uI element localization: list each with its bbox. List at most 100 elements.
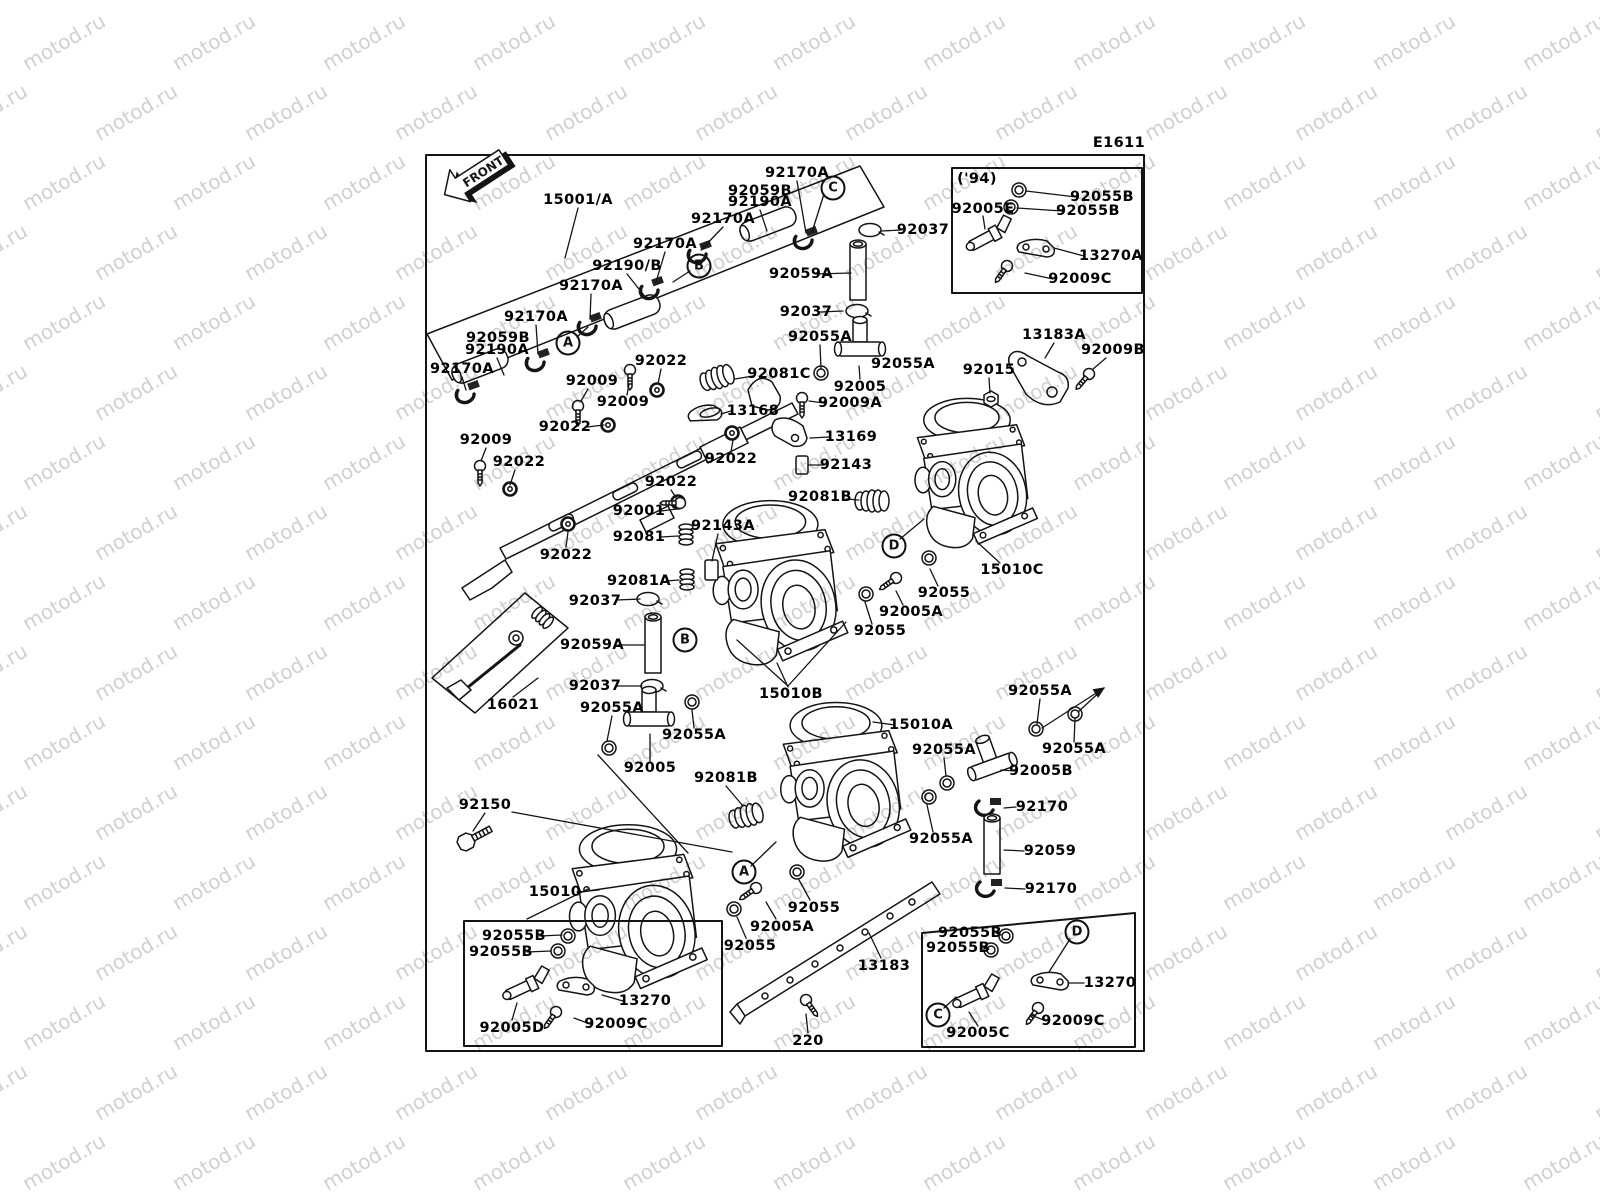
leader-line	[527, 951, 551, 952]
leader-line	[737, 917, 746, 938]
leader-line	[577, 890, 599, 892]
leader-line	[462, 377, 466, 390]
leader-line	[731, 440, 733, 452]
leader-line	[865, 602, 872, 624]
leader-line	[820, 345, 821, 369]
leader-line	[976, 541, 1000, 563]
leader-line	[587, 425, 604, 427]
leader-line	[574, 1018, 590, 1024]
carburetor-15010c	[914, 397, 1039, 549]
leader-line	[581, 389, 588, 401]
leader-line	[859, 366, 860, 379]
diagram-border	[426, 155, 1144, 1051]
leader-line	[1004, 850, 1024, 851]
leader-line	[996, 933, 1001, 935]
leader-line	[751, 842, 776, 866]
leader-line	[815, 273, 851, 274]
leader-line	[812, 194, 824, 232]
leader-line	[766, 902, 776, 919]
leader-lines	[462, 181, 1106, 1033]
leader-line	[881, 230, 901, 231]
leader-line	[806, 1014, 808, 1033]
leader-line	[598, 755, 688, 853]
carburetor-15010a	[780, 701, 912, 862]
leader-line	[1004, 807, 1016, 808]
leader-line	[797, 181, 806, 233]
front-arrow: FRONT	[435, 139, 516, 204]
leader-line	[656, 252, 665, 282]
leader-line	[1017, 208, 1062, 211]
option-box-94	[952, 168, 1142, 293]
leader-line	[658, 369, 661, 384]
leader-line	[820, 311, 843, 312]
leader-line	[737, 640, 788, 686]
leader-line	[944, 758, 946, 776]
leader-line	[869, 933, 881, 958]
leader-line	[1026, 191, 1076, 197]
leader-line	[873, 722, 895, 725]
bracket-13183a	[1009, 352, 1069, 405]
fuel-hose-assembly-band	[427, 166, 884, 407]
leader-line	[984, 948, 989, 949]
carburetor-15010b	[712, 499, 849, 666]
leader-line	[989, 378, 990, 393]
leader-line	[969, 1012, 978, 1026]
leader-line	[900, 519, 924, 539]
mounting-rail-13183	[730, 882, 940, 1024]
leader-line	[565, 208, 578, 258]
leader-line	[721, 411, 731, 414]
leader-line	[735, 376, 753, 379]
leader-line	[1037, 699, 1040, 724]
leader-line	[666, 580, 679, 581]
leader-line	[602, 995, 623, 1001]
leader-line	[1005, 888, 1025, 889]
leader-line	[983, 216, 985, 229]
leader-line	[1049, 939, 1070, 972]
leader-line	[809, 401, 824, 403]
leader-line	[566, 532, 568, 547]
leader-line	[512, 812, 732, 852]
parts-box-bottom-right	[922, 913, 1135, 1047]
leader-line	[673, 271, 690, 282]
leader-line	[661, 536, 678, 537]
parts-box-bottom-left	[464, 921, 722, 1046]
bracket-13169	[772, 418, 807, 446]
leader-line	[513, 678, 538, 697]
jet-needle-box-16021	[432, 593, 568, 713]
leader-line	[481, 448, 486, 461]
leader-line	[927, 805, 933, 832]
leader-line	[930, 569, 938, 586]
leader-line	[512, 1003, 517, 1020]
leader-line	[777, 663, 788, 687]
leader-line	[1054, 248, 1084, 256]
leader-line	[701, 227, 723, 250]
leader-line	[788, 622, 846, 686]
leader-line	[1001, 770, 1015, 771]
carburetor-15010	[568, 824, 708, 994]
leader-line	[1031, 1015, 1046, 1021]
leader-line	[473, 813, 485, 831]
leader-line	[810, 437, 829, 438]
leader-line	[760, 210, 767, 231]
leader-line	[1093, 358, 1106, 369]
leader-line	[1025, 273, 1053, 279]
leader-line	[726, 786, 743, 806]
leader-line	[799, 880, 810, 900]
leader-line	[617, 599, 640, 600]
leader-line	[671, 490, 677, 499]
leader-line	[627, 274, 647, 299]
leader-line	[712, 534, 718, 561]
leader-line	[846, 499, 859, 500]
leader-line	[497, 358, 504, 375]
leader-line	[590, 294, 591, 319]
leader-line	[1074, 719, 1075, 742]
leader-line	[692, 710, 694, 728]
small-parts	[454, 222, 1098, 917]
leader-line	[1042, 687, 1106, 728]
leader-line	[1078, 688, 1104, 712]
leader-line	[661, 509, 677, 511]
leader-line	[540, 935, 562, 936]
leader-line	[1045, 343, 1054, 358]
leader-line	[510, 470, 515, 485]
